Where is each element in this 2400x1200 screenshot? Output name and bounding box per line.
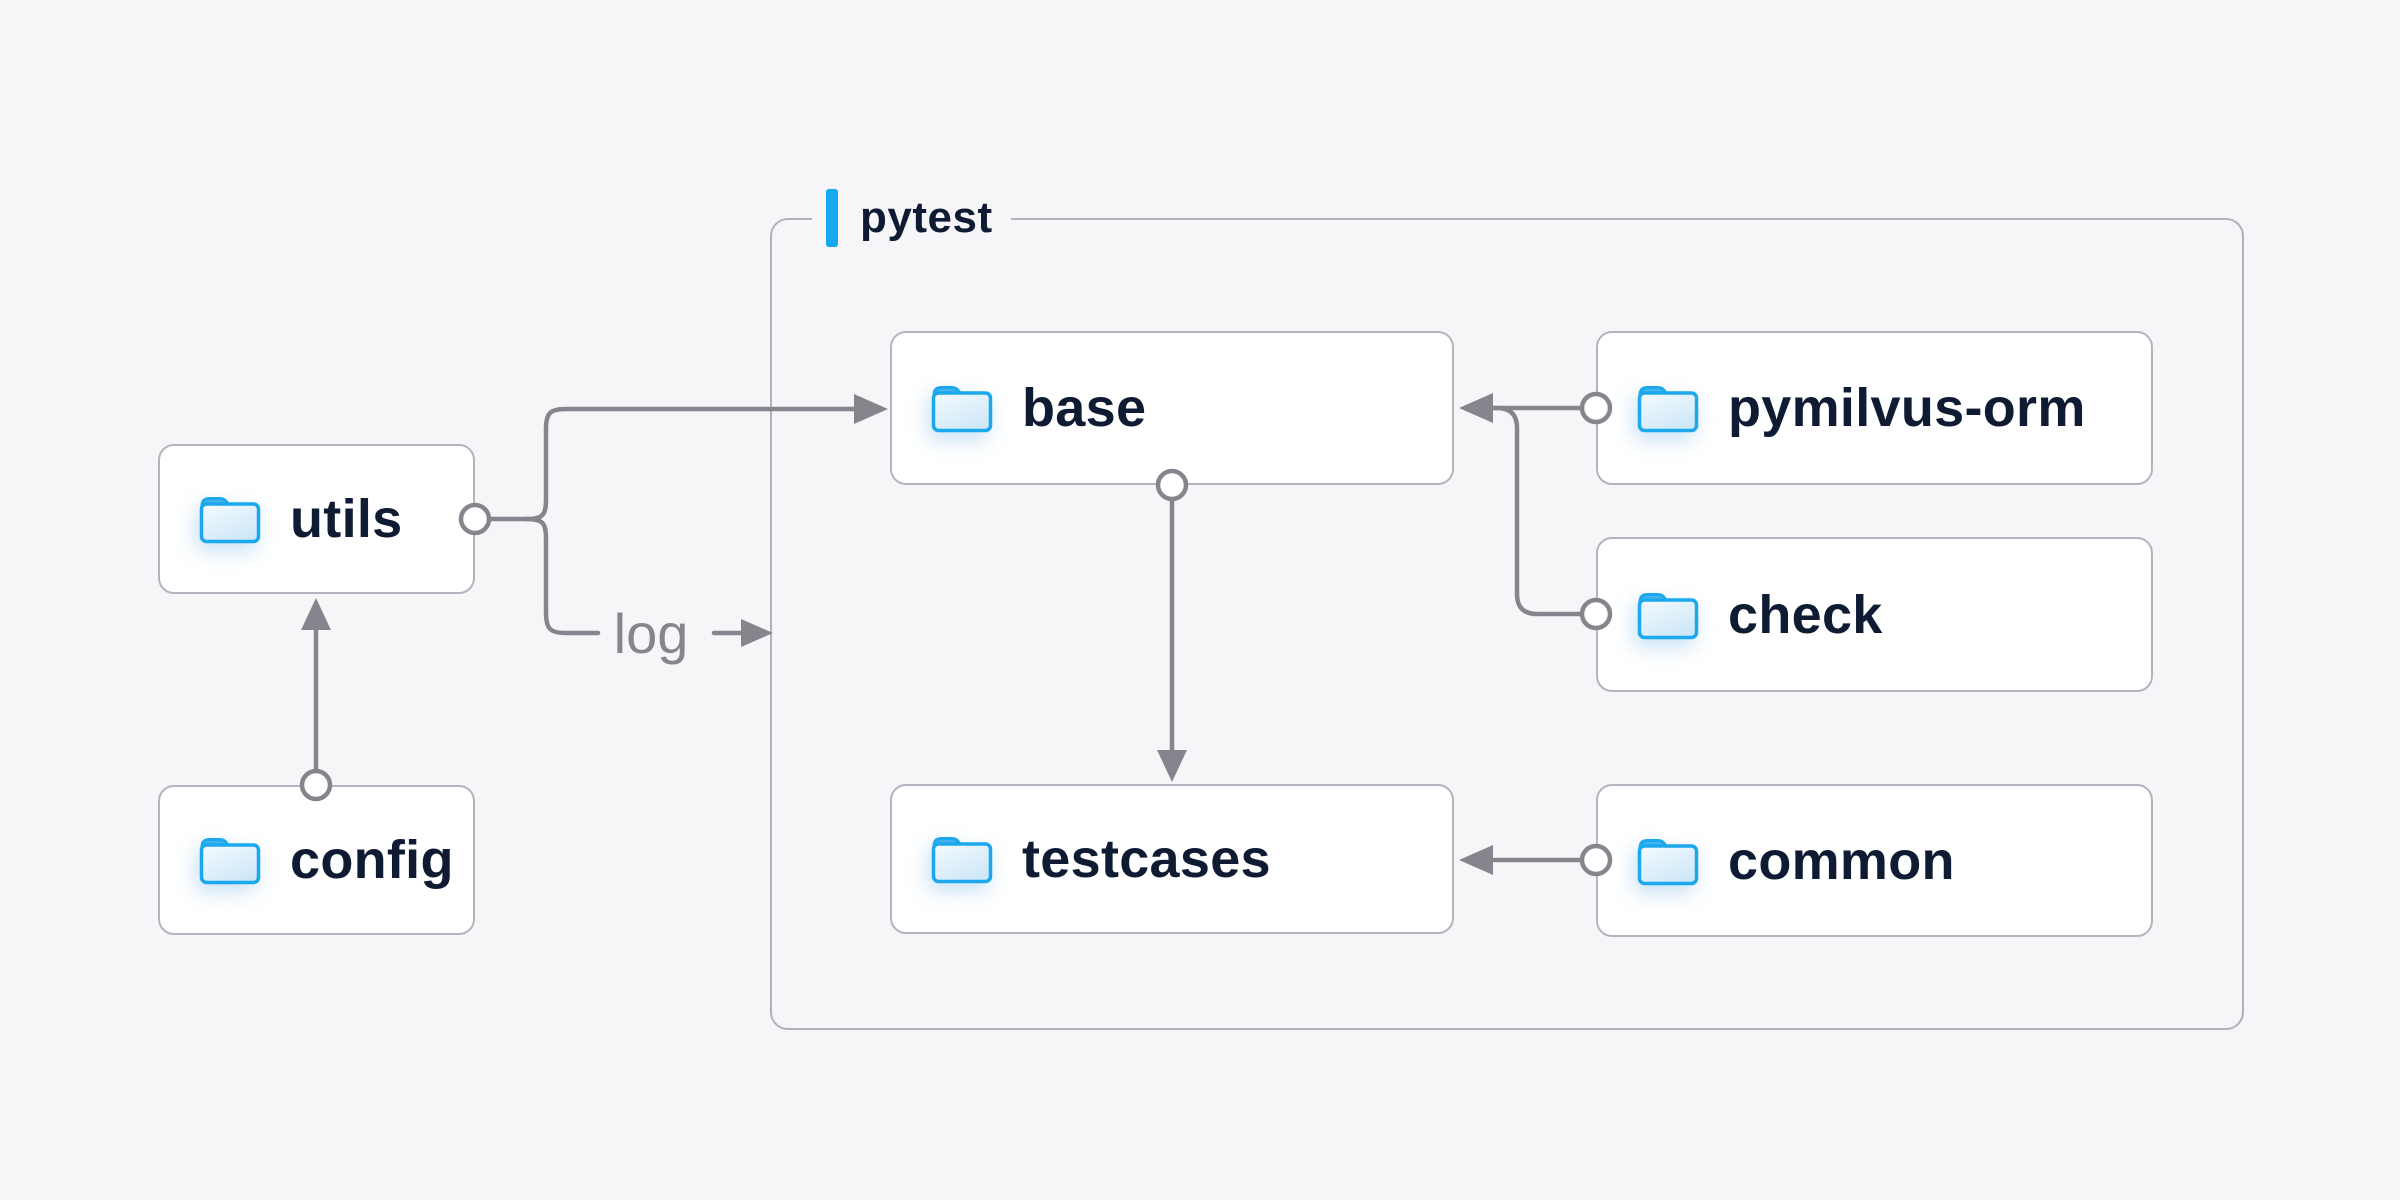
node-testcases: testcases: [890, 784, 1454, 934]
node-label: check: [1728, 584, 1883, 645]
accent-bar: [826, 189, 838, 247]
folder-icon: [199, 497, 261, 544]
pytest-group-label: pytest: [812, 189, 1011, 247]
folder-icon: [931, 386, 993, 433]
node-label: utils: [290, 489, 403, 549]
node-label: config: [290, 830, 454, 890]
node-config: config: [158, 785, 475, 935]
node-label: base: [1022, 378, 1147, 438]
folder-icon: [1637, 386, 1699, 433]
node-utils: utils: [158, 444, 475, 594]
folder-icon: [1637, 838, 1699, 885]
edge-label-log: log: [613, 601, 689, 665]
pytest-group-title: pytest: [860, 193, 993, 242]
node-common: common: [1596, 784, 2153, 937]
folder-icon: [1637, 592, 1699, 639]
node-label: testcases: [1022, 829, 1271, 889]
folder-icon: [931, 837, 993, 884]
node-label: common: [1728, 830, 1955, 891]
node-label: pymilvus-orm: [1728, 378, 2086, 438]
folder-icon: [199, 838, 261, 885]
node-pymilvus-orm: pymilvus-orm: [1596, 331, 2153, 485]
node-base: base: [890, 331, 1454, 485]
node-check: check: [1596, 537, 2153, 692]
